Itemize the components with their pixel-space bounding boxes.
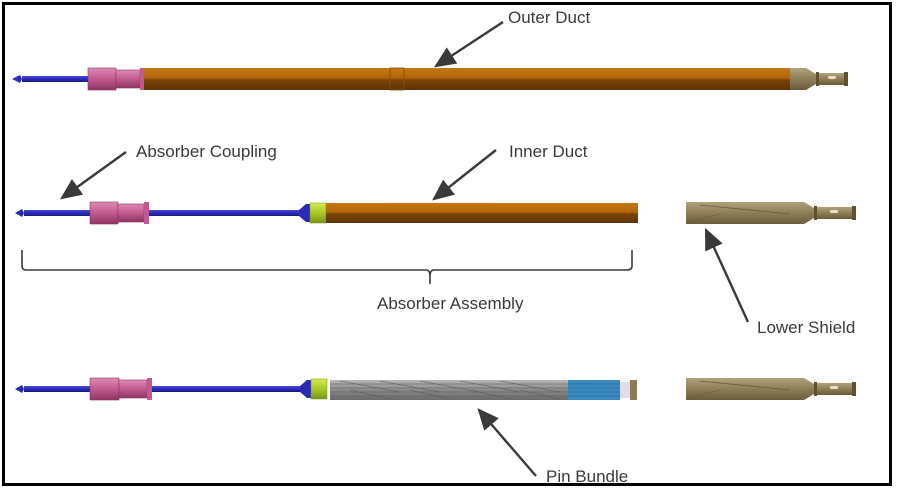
tip-stem xyxy=(12,75,88,83)
adapter xyxy=(309,202,327,224)
lower-shield xyxy=(686,202,856,224)
absorber-coupling xyxy=(89,201,149,225)
lower-shield-nozzle xyxy=(790,68,848,90)
label-pin-bundle: Pin Bundle xyxy=(546,467,628,486)
tip-stem xyxy=(15,209,90,217)
row-full-assembly xyxy=(12,67,848,91)
row-pin-bundle xyxy=(15,377,856,401)
absorber-rod xyxy=(152,386,300,392)
lower-shield-arrow xyxy=(704,227,750,323)
absorber-assembly-bracket xyxy=(21,250,633,284)
outer-duct-arrow xyxy=(433,20,504,68)
rod-flare xyxy=(299,204,310,222)
lower-shield xyxy=(686,378,856,400)
outer-duct xyxy=(144,67,790,91)
pin-bundle xyxy=(330,380,637,400)
inner-duct-arrow xyxy=(432,149,497,201)
pin-bundle-arrow xyxy=(477,408,537,477)
absorber-rod xyxy=(149,210,299,216)
label-absorber-coupling: Absorber Coupling xyxy=(136,142,277,161)
absorber-coupling xyxy=(89,377,152,401)
label-absorber-assembly: Absorber Assembly xyxy=(377,294,524,313)
adapter xyxy=(310,378,328,400)
tip-stem xyxy=(15,385,90,393)
row-absorber-assembly xyxy=(15,201,856,225)
label-inner-duct: Inner Duct xyxy=(509,142,588,161)
rod-flare xyxy=(300,380,311,398)
absorber-coupling xyxy=(87,67,144,91)
inner-duct xyxy=(326,203,638,223)
absorber-coupling-arrow xyxy=(60,151,127,200)
label-lower-shield: Lower Shield xyxy=(757,318,855,337)
label-outer-duct: Outer Duct xyxy=(508,8,590,27)
